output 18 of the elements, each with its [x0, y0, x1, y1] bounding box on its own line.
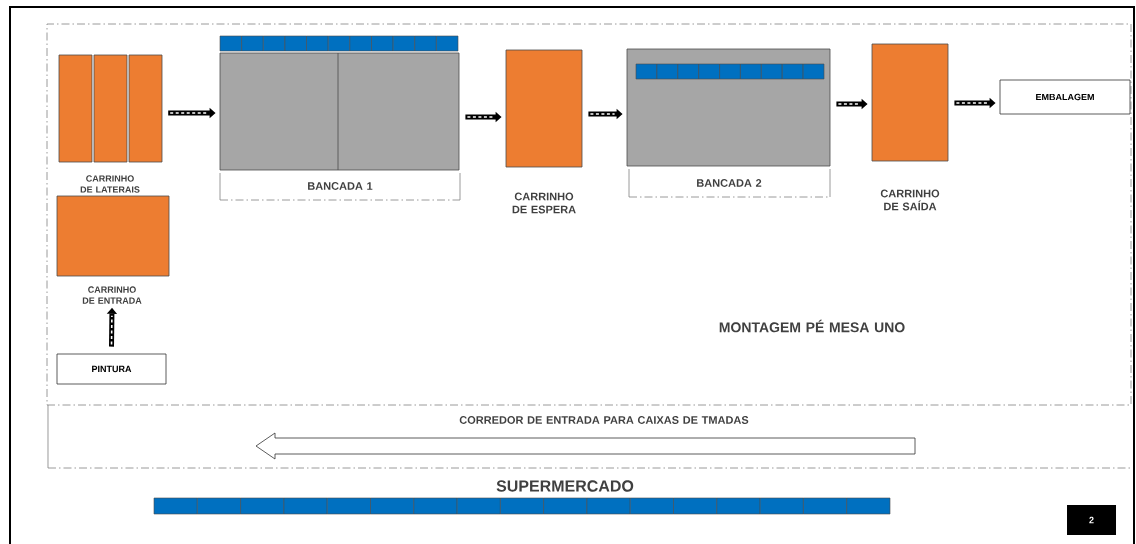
- supermarket-shelf: SUPERMERCADO: [153, 480, 891, 515]
- workbench: BANCADA 1: [219, 35, 461, 201]
- page-number: 2: [1067, 505, 1116, 535]
- node-label: BANCADA 1: [308, 182, 373, 190]
- cart: CARRINHO DE SAÍDA: [871, 43, 949, 211]
- node-label: CARRINHO DE ENTRADA: [82, 286, 142, 304]
- process-box: PINTURA: [56, 353, 167, 385]
- node-label: CARRINHO DE ESPERA: [512, 192, 576, 214]
- corridor-area: CORREDOR DE ENTRADA PARA CAIXAS DE TMADAS: [47, 404, 1132, 469]
- node-label: BANCADA 2: [697, 179, 762, 187]
- node-label: CARRINHO DE SAÍDA: [880, 189, 940, 211]
- cart: CARRINHO DE LATERAIS: [58, 54, 163, 193]
- node-label: SUPERMERCADO: [496, 480, 634, 492]
- cart: CARRINHO DE ENTRADA: [56, 195, 170, 304]
- process-box: EMBALAGEM: [999, 79, 1131, 115]
- workbench: BANCADA 2: [626, 48, 831, 198]
- node-label: CARRINHO DE LATERAIS: [80, 175, 140, 193]
- cart: CARRINHO DE ESPERA: [505, 49, 583, 214]
